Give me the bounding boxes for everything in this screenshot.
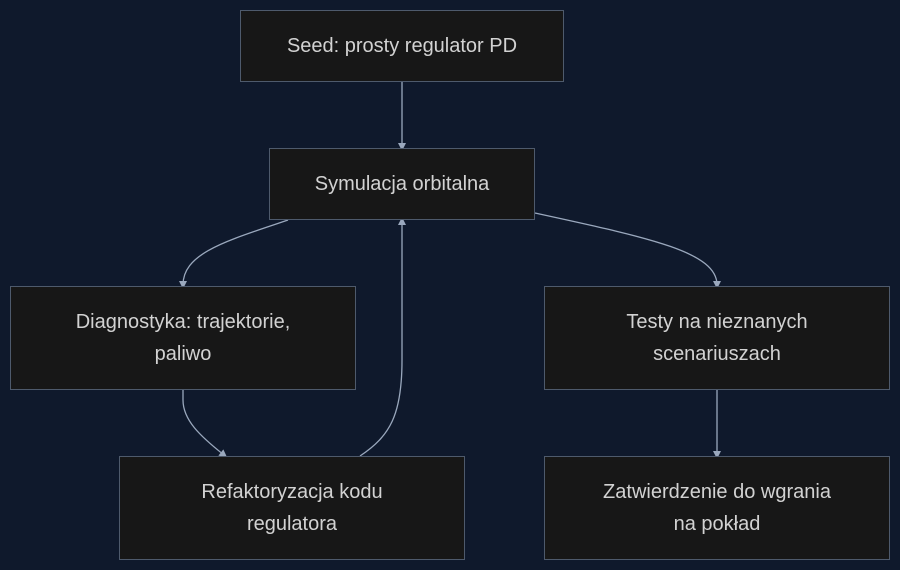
node-onboard-upload-approval[interactable]: Zatwierdzenie do wgrania na pokład bbox=[544, 456, 890, 560]
edge-diagnostics-to-refactor bbox=[182, 390, 228, 458]
node-tests-line-2: scenariuszach bbox=[653, 343, 781, 365]
node-refactor-line-2: regulatora bbox=[246, 513, 338, 535]
node-tests-line-1: Testy na nieznanych bbox=[626, 311, 808, 333]
node-simulation-line-1: Symulacja orbitalna bbox=[314, 173, 490, 195]
node-controller-refactor[interactable]: Refaktoryzacja kodu regulatora bbox=[119, 456, 465, 560]
node-diagnostics[interactable]: Diagnostyka: trajektorie, paliwo bbox=[10, 286, 356, 390]
node-approval-label: Zatwierdzenie do wgrania na pokład bbox=[603, 476, 831, 540]
edge-simulation-to-diagnostics bbox=[179, 219, 289, 289]
node-diagnostics-line-1: Diagnostyka: trajektorie, bbox=[75, 311, 291, 333]
node-simulation-label: Symulacja orbitalna bbox=[315, 168, 490, 200]
node-seed-line-1: Seed: prosty regulator PD bbox=[286, 35, 518, 57]
node-approval-line-2: na pokład bbox=[673, 513, 761, 535]
node-tests-label: Testy na nieznanych scenariuszach bbox=[626, 306, 807, 370]
node-diagnostics-label: Diagnostyka: trajektorie, paliwo bbox=[76, 306, 291, 370]
node-seed-label: Seed: prosty regulator PD bbox=[287, 30, 517, 62]
node-unknown-scenario-tests[interactable]: Testy na nieznanych scenariuszach bbox=[544, 286, 890, 390]
node-approval-line-1: Zatwierdzenie do wgrania bbox=[603, 481, 831, 503]
node-diagnostics-line-2: paliwo bbox=[154, 343, 212, 365]
node-orbital-simulation[interactable]: Symulacja orbitalna bbox=[269, 148, 535, 220]
node-refactor-line-1: Refaktoryzacja kodu bbox=[201, 481, 383, 503]
node-seed-pd-controller[interactable]: Seed: prosty regulator PD bbox=[240, 10, 564, 82]
edge-refactor-to-simulation bbox=[359, 217, 406, 457]
edge-simulation-to-tests bbox=[534, 212, 721, 289]
node-refactor-label: Refaktoryzacja kodu regulatora bbox=[201, 476, 382, 540]
